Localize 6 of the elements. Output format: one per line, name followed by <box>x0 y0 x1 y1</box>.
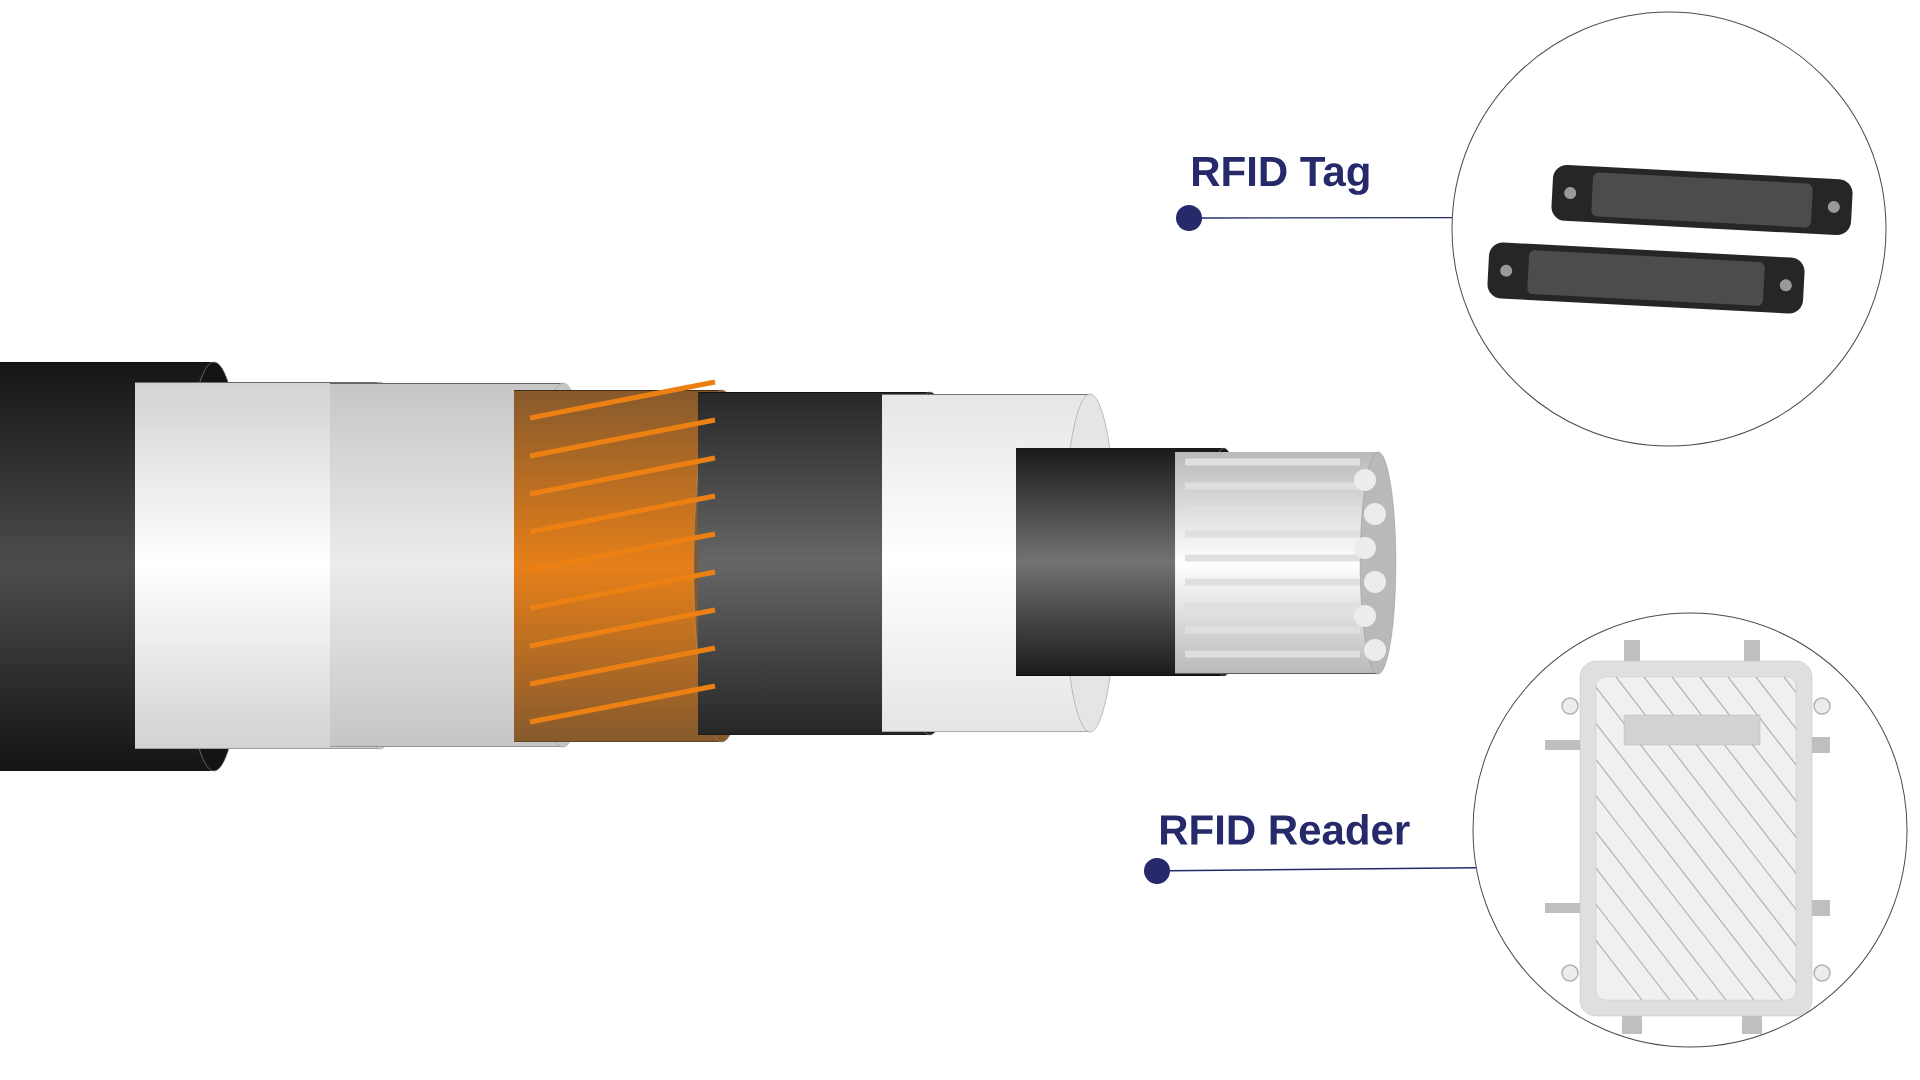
label-text: RFID Tag <box>1193 157 1369 195</box>
leader-line <box>1144 857 1477 884</box>
label-text: RFID Reader <box>1161 813 1410 845</box>
circle-frame <box>1472 612 1908 1048</box>
circle-frame <box>1451 11 1887 447</box>
leader-line <box>1176 205 1453 231</box>
